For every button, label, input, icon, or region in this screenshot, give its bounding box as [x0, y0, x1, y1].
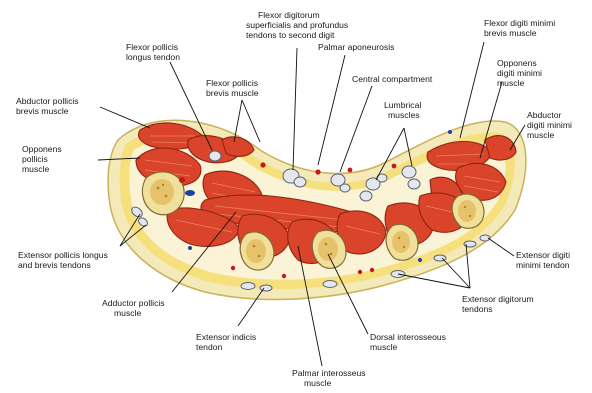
label-fds-fdp-tendons: Flexor digitorum superficialis and profu…	[246, 10, 351, 40]
label-extensor-pollicis-tendons: Extensor pollicis longus and brevis tend…	[18, 250, 110, 270]
label-opponens-pollicis: Opponens pollicis muscle	[22, 144, 64, 174]
label-abductor-digiti-minimi: Abductor digiti minimi muscle	[527, 110, 574, 140]
label-dorsal-interosseous: Dorsal interosseous muscle	[370, 332, 448, 352]
label-flexor-digiti-minimi-brevis: Flexor digiti minimi brevis muscle	[484, 18, 558, 38]
label-palmar-interosseus: Palmar interosseus muscle	[292, 368, 368, 388]
cross-section	[108, 120, 526, 299]
label-flexor-pollicis-longus-tendon: Flexor pollicis longus tendon	[126, 42, 180, 62]
label-central-compartment: Central compartment	[352, 74, 433, 84]
metacarpal-5	[452, 194, 484, 228]
label-lumbrical-muscles: Lumbrical muscles	[384, 100, 424, 120]
label-opponens-digiti-minimi: Opponens digiti minimi muscle	[497, 58, 544, 88]
label-abductor-pollicis-brevis: Abductor pollicis brevis muscle	[16, 96, 81, 116]
label-extensor-digiti-minimi-tendon: Extensor digiti minimi tendon	[516, 250, 572, 270]
label-extensor-digitorum-tendons: Extensor digitorum tendons	[462, 294, 536, 314]
label-flexor-pollicis-brevis: Flexor pollicis brevis muscle	[206, 78, 260, 98]
label-palmar-aponeurosis: Palmar aponeurosis	[318, 42, 394, 52]
label-adductor-pollicis: Adductor pollicis muscle	[102, 298, 167, 318]
metacarpal-1	[142, 172, 184, 215]
label-extensor-indicis-tendon: Extensor indicis tendon	[196, 332, 259, 352]
